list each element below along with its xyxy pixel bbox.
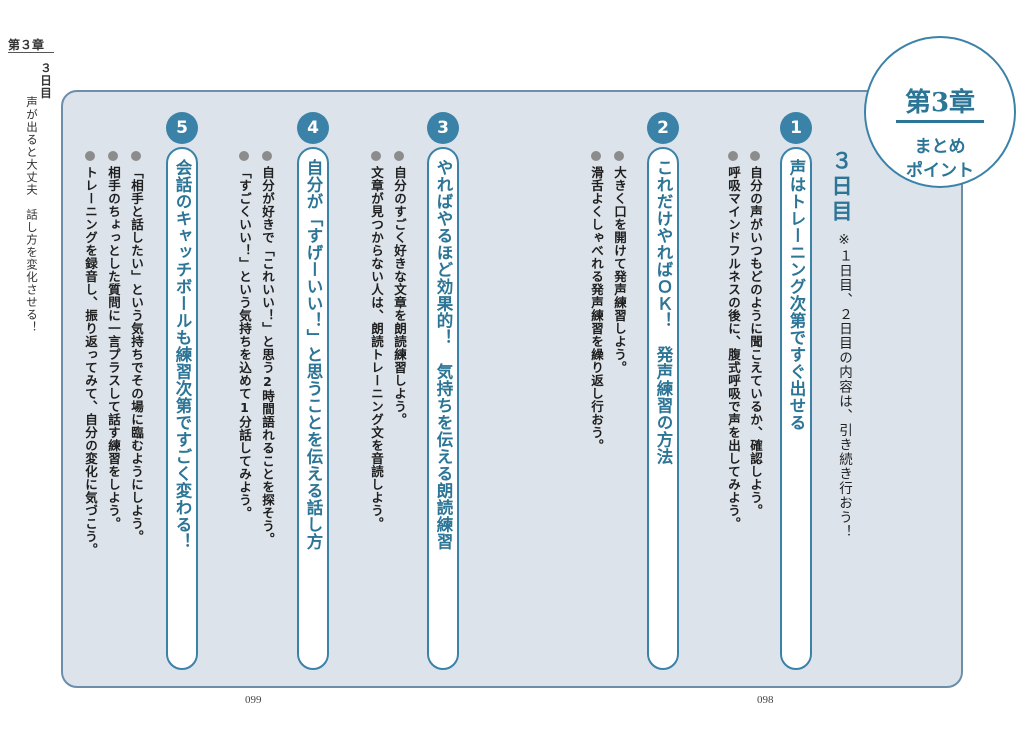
running-header-subtitle: 声が出ると大丈夫 話し方を変化させる！ [25, 96, 39, 334]
section-2-title: これだけやればＯＫ！ 発声練習の方法 [654, 159, 673, 465]
badge-line-1: まとめ [914, 137, 966, 157]
summary-panel [61, 90, 963, 688]
bullet-dot-icon [750, 151, 760, 161]
badge-divider [896, 120, 984, 123]
bullet-dot-icon [262, 151, 272, 161]
chapter-tab: 第３章 [8, 38, 45, 52]
section-5-title-pill: 会話のキャッチボールも練習次第ですごく変わる！ [166, 147, 198, 670]
section-5-number: 5 [166, 112, 198, 144]
bullet-dot-icon [108, 151, 118, 161]
section-4-title: 自分が「すげーいい！」と思うことを伝える話し方 [304, 159, 323, 550]
badge-line-2: ポイント [906, 161, 974, 181]
chapter-summary-badge: 第3章 まとめ ポイント [864, 36, 1016, 188]
section-5-title: 会話のキャッチボールも練習次第ですごく変わる！ [173, 159, 192, 550]
page-number-left: 099 [245, 694, 262, 706]
section-4-title-pill: 自分が「すげーいい！」と思うことを伝える話し方 [297, 147, 329, 670]
bullet-dot-icon [614, 151, 624, 161]
section-3-bullet-1: 自分のすごく好きな文章を朗読練習しよう。 [392, 166, 407, 426]
section-4-number: 4 [297, 112, 329, 144]
section-1-title-pill: 声はトレーニング次第ですぐ出せる [780, 147, 812, 670]
chapter-tab-rule [8, 52, 54, 53]
day-title: ３日目 [829, 150, 853, 225]
bullet-dot-icon [394, 151, 404, 161]
section-3-bullet-2: 文章が見つからない人は、朗読トレーニング文を音読しよう。 [369, 166, 384, 530]
section-4-bullet-1: 自分が好きで「これいい！」と思う2時間語れることを探そう。 [260, 166, 275, 546]
section-3-title-pill: やればやるほど効果的！ 気持ちを伝える朗読練習 [427, 147, 459, 670]
section-5-bullet-1: 「相手と話したい」という気持ちでその場に臨むようにしよう。 [129, 166, 144, 543]
section-2-title-pill: これだけやればＯＫ！ 発声練習の方法 [647, 147, 679, 670]
running-header-day: ３日目 [39, 62, 53, 100]
section-5-bullet-3: トレーニングを録音し、振り返ってみて、自分の変化に気づこう。 [83, 166, 98, 556]
bullet-dot-icon [85, 151, 95, 161]
section-4-bullet-2: 「すごくいい！」という気持ちを込めて1分話してみよう。 [237, 166, 252, 520]
bullet-dot-icon [591, 151, 601, 161]
section-2-number: 2 [647, 112, 679, 144]
section-5-bullet-2: 相手のちょっとした質問に一言プラスして話す練習をしよう。 [106, 166, 121, 530]
section-2-bullet-2: 滑舌よくしゃべれる発声練習を繰り返し行おう。 [589, 166, 604, 452]
bullet-dot-icon [371, 151, 381, 161]
section-3-title: やればやるほど効果的！ 気持ちを伝える朗読練習 [434, 159, 453, 550]
bullet-dot-icon [728, 151, 738, 161]
page-number-right: 098 [757, 694, 774, 706]
bullet-dot-icon [131, 151, 141, 161]
section-2-bullet-1: 大きく口を開けて発声練習しよう。 [612, 166, 627, 374]
section-1-bullet-1: 自分の声がいつもどのように聞こえているか、確認しよう。 [748, 166, 763, 517]
section-1-bullet-2: 呼吸マインドフルネスの後に、腹式呼吸で声を出してみよう。 [726, 166, 741, 530]
bullet-dot-icon [239, 151, 249, 161]
section-3-number: 3 [427, 112, 459, 144]
badge-chapter-label: 第3章 [904, 88, 976, 118]
day-note: ※１日目、２日目の内容は、引き続き行おう！ [836, 232, 852, 539]
section-1-number: 1 [780, 112, 812, 144]
section-1-title: 声はトレーニング次第ですぐ出せる [787, 159, 806, 431]
